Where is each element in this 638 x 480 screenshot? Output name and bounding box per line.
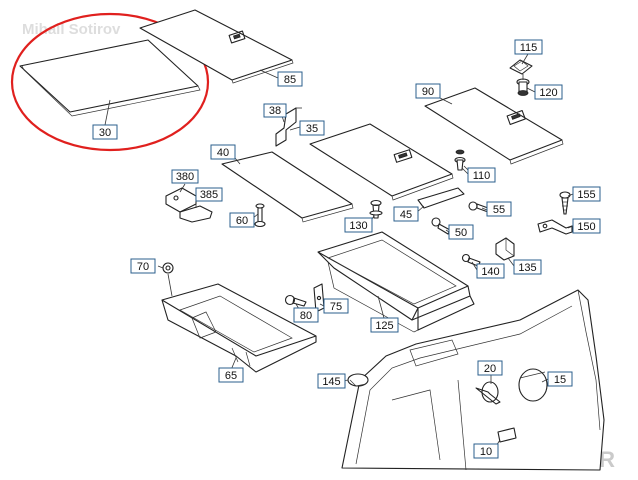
- part-120-screw: [516, 74, 530, 96]
- callout-155: 155: [572, 186, 601, 202]
- part-50-screw: [431, 217, 451, 235]
- part-80-screw: [284, 294, 307, 307]
- part-45-trim-strip: [417, 187, 465, 209]
- svg-text:15: 15: [554, 374, 566, 386]
- svg-text:20: 20: [484, 363, 496, 375]
- callout-55: 55: [486, 201, 512, 217]
- svg-text:380: 380: [176, 171, 194, 183]
- callout-35: 35: [299, 120, 325, 136]
- svg-text:85: 85: [284, 74, 296, 86]
- callout-90: 90: [415, 83, 441, 99]
- callout-30: 30: [92, 124, 118, 140]
- part-35-bracket: [275, 107, 302, 147]
- part-135-clip: [495, 237, 515, 261]
- part-130-screw: [369, 199, 383, 219]
- callout-145: 145: [317, 373, 346, 389]
- part-70-clip: [162, 262, 174, 297]
- svg-text:115: 115: [520, 42, 538, 54]
- part-55-screw: [468, 201, 489, 213]
- callout-120: 120: [534, 84, 563, 100]
- callout-38: 38: [263, 103, 287, 118]
- callout-85: 85: [277, 71, 303, 87]
- part-115-clip: [509, 59, 533, 75]
- callout-380: 380: [171, 169, 199, 184]
- callout-110: 110: [467, 167, 496, 183]
- part-125-storage-tray: [317, 231, 475, 333]
- part-140-screw: [461, 253, 481, 267]
- svg-text:30: 30: [99, 127, 111, 139]
- part-90-panel: [424, 87, 564, 165]
- callout-385: 385: [195, 187, 223, 202]
- part-110-screw: [454, 149, 471, 173]
- svg-text:45: 45: [400, 209, 412, 221]
- svg-text:145: 145: [322, 376, 340, 388]
- svg-text:110: 110: [473, 170, 491, 182]
- svg-text:60: 60: [236, 215, 248, 227]
- svg-text:40: 40: [217, 147, 229, 159]
- callout-135: 135: [513, 259, 542, 275]
- svg-text:150: 150: [577, 221, 595, 233]
- callout-20: 20: [477, 360, 503, 376]
- svg-text:80: 80: [300, 310, 312, 322]
- callout-80: 80: [293, 307, 319, 323]
- callout-75: 75: [323, 298, 349, 314]
- svg-text:38: 38: [269, 105, 281, 117]
- callout-15: 15: [547, 371, 573, 387]
- part-20-lamp: [475, 381, 501, 405]
- red-highlight-circle: [10, 12, 210, 152]
- svg-text:75: 75: [330, 301, 342, 313]
- part-40-side-panel: [221, 151, 354, 223]
- part-385-bracket: [179, 205, 213, 223]
- callout-150: 150: [572, 218, 601, 234]
- svg-text:125: 125: [375, 320, 393, 332]
- svg-text:140: 140: [481, 266, 499, 278]
- callout-45: 45: [393, 206, 419, 222]
- callout-60: 60: [229, 212, 255, 228]
- callout-40: 40: [210, 144, 236, 160]
- callout-115: 115: [514, 39, 543, 55]
- callout-130: 130: [344, 217, 373, 233]
- part-65-side-tray: [161, 283, 317, 373]
- callout-labels: 115 85 120 90 30 38 35 40: [92, 39, 601, 459]
- svg-text:35: 35: [306, 123, 318, 135]
- svg-text:10: 10: [480, 446, 492, 458]
- svg-text:135: 135: [518, 262, 536, 274]
- svg-text:120: 120: [539, 87, 557, 99]
- svg-text:50: 50: [455, 227, 467, 239]
- part-155-screw: [559, 191, 571, 215]
- part-85-cover-board: [139, 9, 294, 84]
- svg-text:90: 90: [422, 86, 434, 98]
- callout-50: 50: [448, 224, 474, 240]
- part-60-screw: [254, 203, 266, 228]
- callout-65: 65: [218, 367, 244, 383]
- part-145-cap: [347, 373, 369, 387]
- part-mid-panel: [309, 123, 454, 201]
- svg-text:65: 65: [225, 370, 237, 382]
- part-150-bracket: [537, 219, 573, 235]
- svg-text:55: 55: [493, 204, 505, 216]
- part-10-pad: [497, 427, 517, 443]
- svg-text:385: 385: [200, 189, 218, 201]
- svg-text:70: 70: [137, 261, 149, 273]
- svg-text:130: 130: [349, 220, 367, 232]
- callout-10: 10: [473, 443, 499, 459]
- callout-140: 140: [476, 263, 505, 279]
- callout-125: 125: [370, 317, 399, 333]
- svg-text:155: 155: [577, 189, 595, 201]
- part-15-side-trim-panel: [341, 289, 605, 471]
- part-30-floor-board: [19, 39, 201, 117]
- callout-70: 70: [130, 258, 156, 274]
- watermark-top-left: Mihail Sotirov: [22, 21, 121, 38]
